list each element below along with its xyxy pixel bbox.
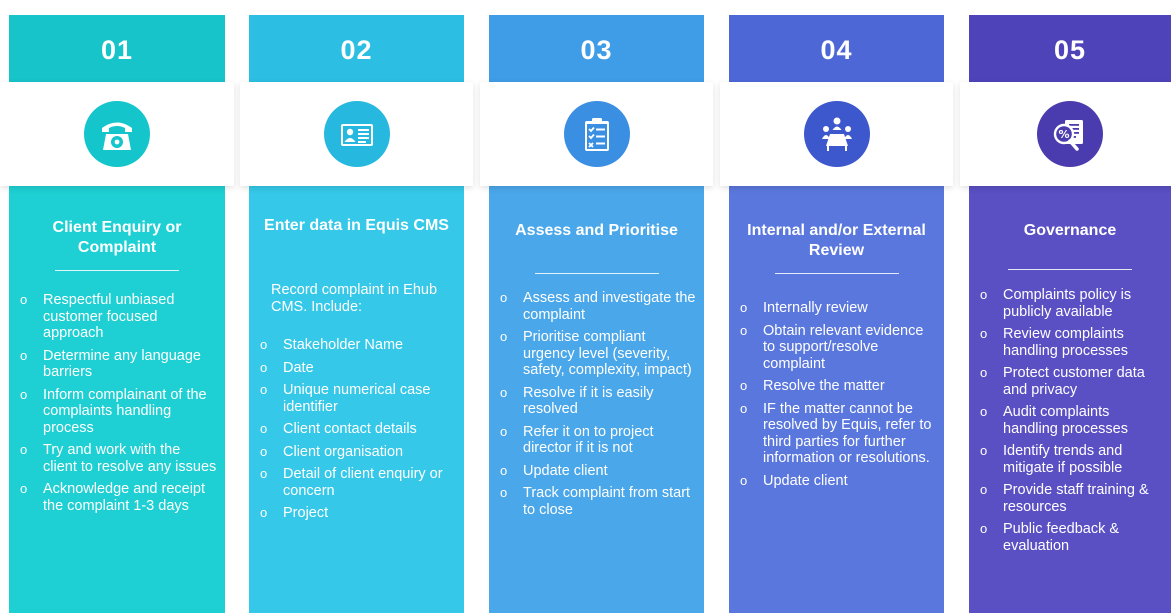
icon-band (0, 82, 234, 186)
step-header: 03 (489, 15, 704, 82)
list-item: Stakeholder Name (257, 337, 456, 354)
step-list: Internally review Obtain relevant eviden… (737, 300, 936, 495)
step-title: Governance (1023, 222, 1117, 239)
list-item: Inform complainant of the complaints han… (17, 387, 217, 437)
id-card-icon (323, 101, 390, 167)
telephone-icon (84, 101, 150, 167)
step-intro: Record complaint in Ehub CMS. Include: (271, 282, 438, 315)
title-divider (774, 273, 899, 274)
step-number: 05 (1053, 35, 1087, 65)
list-item: Determine any language barriers (17, 348, 217, 381)
step-list: Respectful unbiased customer focused app… (17, 292, 217, 520)
step-header: 01 (9, 15, 225, 82)
list-item: Obtain relevant evidence to support/reso… (737, 323, 936, 373)
step-column-5: 05 % Governance Complaints policy is pub… (960, 15, 1171, 613)
step-list: Stakeholder Name Date Unique numerical c… (257, 337, 456, 528)
list-item: Update client (497, 463, 696, 480)
list-item: Prioritise compliant urgency level (seve… (497, 329, 696, 379)
icon-band (480, 82, 713, 186)
title-divider (1008, 269, 1132, 270)
list-item: Provide staff training & resources (977, 482, 1163, 515)
list-item: Resolve if it is easily resolved (497, 385, 696, 418)
step-column-2: 02 Enter data in Equis CMS Record compla… (240, 15, 473, 613)
list-item: Project (257, 505, 456, 522)
step-number: 04 (820, 35, 853, 65)
list-item: Respectful unbiased customer focused app… (17, 292, 217, 342)
svg-text:%: % (1058, 128, 1069, 141)
icon-band (720, 82, 953, 186)
list-item: Resolve the matter (737, 378, 936, 395)
step-title: Assess and Prioritise (515, 222, 678, 239)
list-item: Review complaints handling processes (977, 326, 1163, 359)
clipboard-checklist-icon (563, 101, 630, 167)
icon-band: % (960, 82, 1171, 186)
list-item: Public feedback & evaluation (977, 521, 1163, 554)
step-body: Governance Complaints policy is publicly… (969, 186, 1171, 613)
step-header: 05 (969, 15, 1171, 82)
list-item: Assess and investigate the complaint (497, 290, 696, 323)
list-item: Audit complaints handling processes (977, 404, 1163, 437)
step-body: Assess and Prioritise Assess and investi… (489, 186, 704, 613)
meeting-icon (803, 101, 870, 167)
policy-document-icon: % (1037, 101, 1103, 167)
step-column-3: 03 Assess and Prioritise Assess and inve… (480, 15, 713, 613)
list-item: IF the matter cannot be resolved by Equi… (737, 401, 936, 467)
step-header: 02 (249, 15, 464, 82)
icon-band (240, 82, 473, 186)
step-column-4: 04 Internal and/or External Review Inter… (720, 15, 953, 613)
step-number: 01 (100, 35, 134, 65)
list-item: Detail of client enquiry or concern (257, 466, 456, 499)
list-item: Protect customer data and privacy (977, 365, 1163, 398)
step-list: Assess and investigate the complaint Pri… (497, 290, 696, 524)
list-item: Refer it on to project director if it is… (497, 424, 696, 457)
list-item: Client organisation (257, 444, 456, 461)
step-list: Complaints policy is publicly available … (977, 287, 1163, 560)
list-item: Client contact details (257, 421, 456, 438)
step-column-1: 01 Client Enquiry or Complaint Respectfu… (0, 15, 234, 613)
title-divider (534, 273, 659, 274)
step-body: Client Enquiry or Complaint Respectful u… (9, 186, 225, 613)
title-divider (55, 270, 179, 271)
list-item: Internally review (737, 300, 936, 317)
list-item: Acknowledge and receipt the complaint 1-… (17, 481, 217, 514)
step-title: Enter data in Equis CMS (264, 217, 449, 234)
list-item: Date (257, 360, 456, 377)
list-item: Identify trends and mitigate if possible (977, 443, 1163, 476)
list-item: Try and work with the client to resolve … (17, 442, 217, 475)
step-title: Internal and/or External Review (747, 222, 926, 259)
list-item: Update client (737, 473, 936, 490)
step-body: Enter data in Equis CMS Record complaint… (249, 186, 464, 613)
list-item: Track complaint from start to close (497, 485, 696, 518)
step-body: Internal and/or External Review Internal… (729, 186, 944, 613)
step-header: 04 (729, 15, 944, 82)
step-number: 02 (340, 35, 373, 65)
list-item: Unique numerical case identifier (257, 382, 456, 415)
list-item: Complaints policy is publicly available (977, 287, 1163, 320)
step-number: 03 (580, 35, 613, 65)
step-title: Client Enquiry or Complaint (52, 219, 182, 256)
